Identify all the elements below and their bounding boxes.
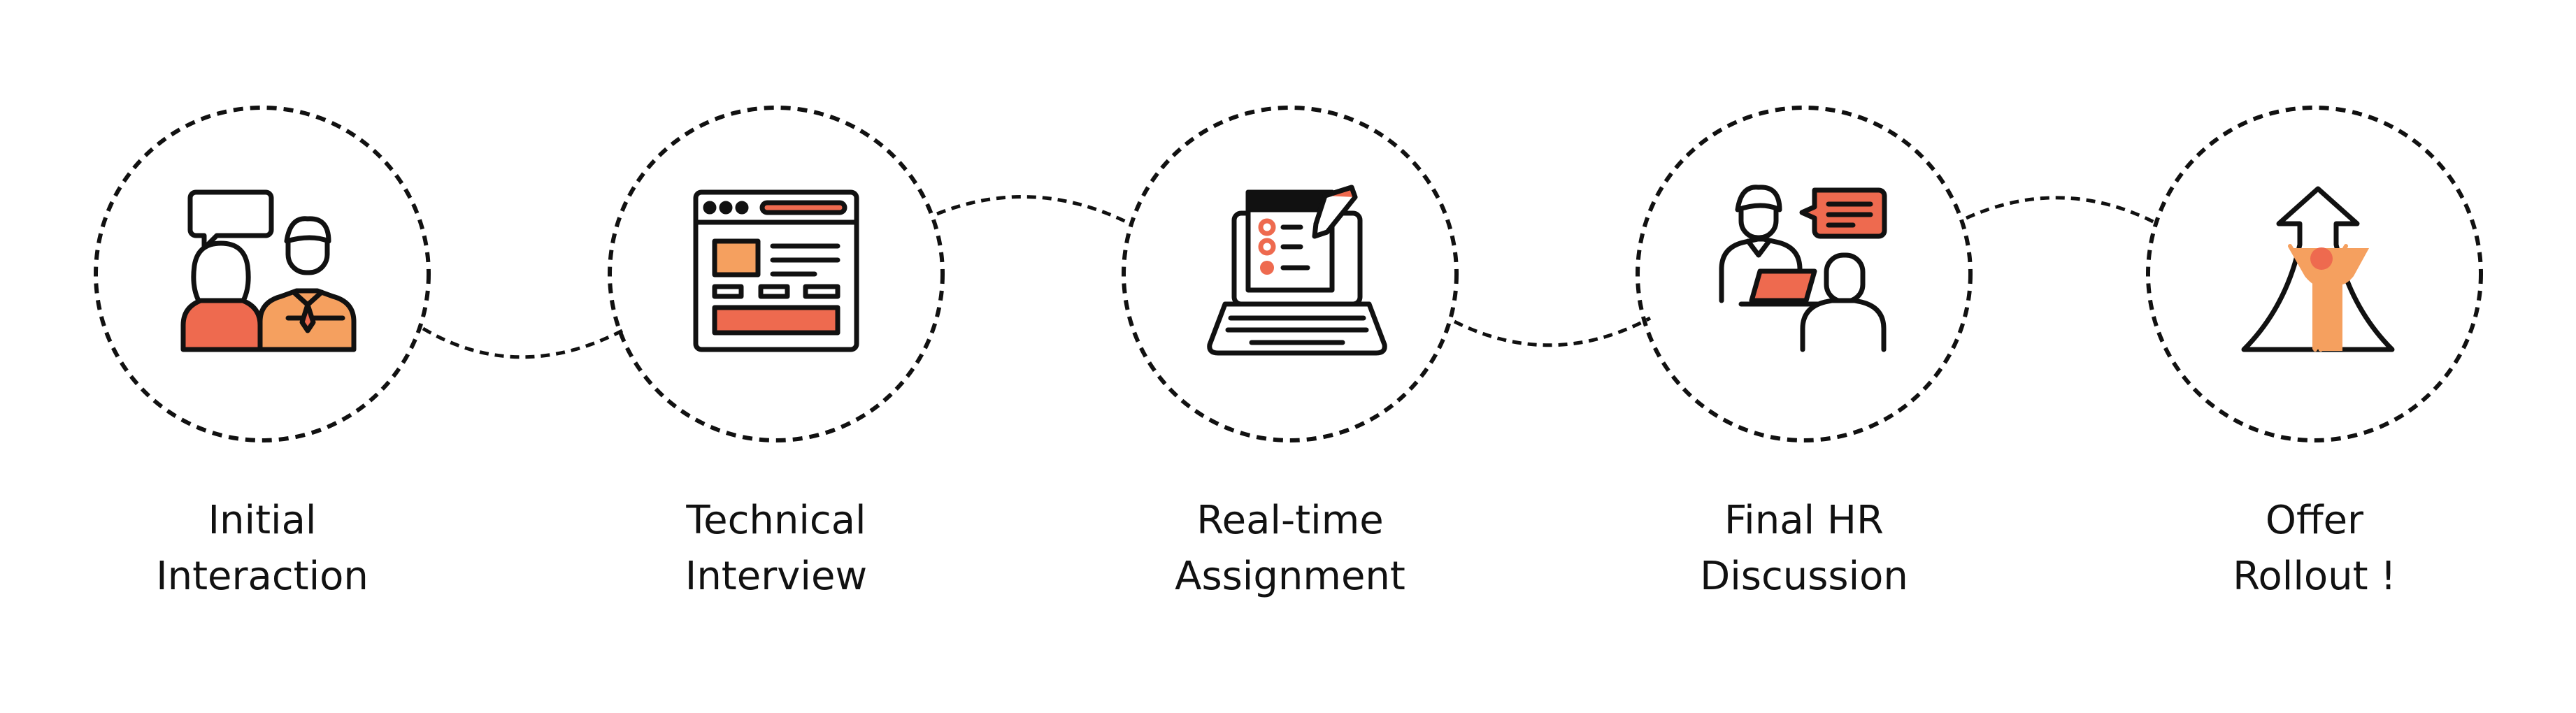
conversation-people-icon (180, 189, 357, 352)
connector-4-5 (1965, 196, 2159, 226)
step-circle-3 (1122, 106, 1459, 442)
connector-2-3 (936, 195, 1134, 227)
connector-3-4 (1453, 316, 1652, 347)
connector-1-2 (422, 326, 624, 359)
laptop-checklist-icon (1207, 185, 1387, 356)
browser-window-icon (693, 189, 859, 352)
celebration-arrow-icon (2241, 186, 2395, 352)
step-circle-1 (94, 106, 431, 442)
connectors (422, 195, 2159, 359)
hr-meeting-icon (1719, 185, 1887, 352)
step-circle-2 (608, 106, 945, 442)
step-circle-4 (1636, 106, 1973, 442)
step-circle-5 (2146, 106, 2483, 442)
step-circles (94, 106, 2483, 442)
